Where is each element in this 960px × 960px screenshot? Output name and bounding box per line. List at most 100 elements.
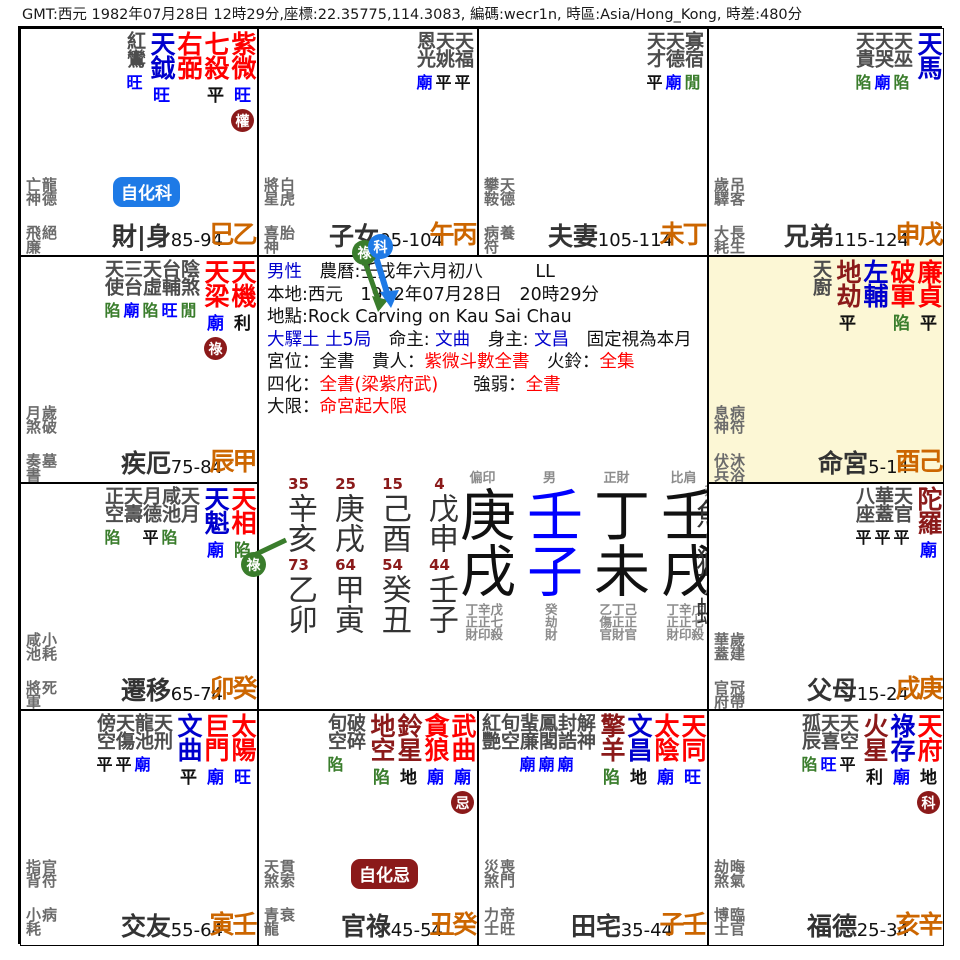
- minor-star-group: 天使陷三台廟天虛陷台輔旺陰煞閒: [102, 259, 200, 321]
- minor-star: 紅鸞旺: [124, 31, 146, 93]
- major-star-name: 天鉞: [147, 31, 176, 79]
- sha-group-bottom-text: 喜神: [262, 225, 280, 253]
- luck-start-age-top: 15: [382, 475, 403, 493]
- luck-stem-branch-bottom: 癸丑: [375, 574, 411, 634]
- sha-group-top-text: 喪門: [498, 859, 516, 887]
- sha-label: 歲建: [728, 632, 746, 660]
- minor-star: 天官平: [891, 486, 913, 548]
- luck-stem-branch-top: 己酉: [375, 493, 411, 553]
- minor-star-group: 旬空陷破碎: [325, 713, 366, 775]
- major-star: 地空陷: [367, 713, 396, 788]
- sha-group-top-text: 亡神: [24, 177, 42, 205]
- zodiac-moon-sign: 蠍: [691, 597, 707, 631]
- sha-group-bottom: 奏書墓: [24, 453, 58, 481]
- sha-group-bottom: 小耗病: [24, 907, 58, 935]
- major-star-brightness: 廟: [454, 768, 471, 788]
- major-star-brightness: 平: [180, 768, 197, 788]
- minor-star-name: 天傷: [113, 713, 135, 749]
- minor-star: 解神: [574, 713, 596, 770]
- minor-star-brightness: 平: [454, 73, 471, 92]
- minor-star-name: 孤辰: [799, 713, 821, 749]
- minor-star-brightness: [818, 297, 824, 316]
- major-star-brightness: 旺: [684, 768, 701, 788]
- info-segment: 火鈴：: [529, 352, 600, 372]
- minor-star-brightness: 廟: [519, 755, 536, 774]
- palace-stem-branch: 壬寅: [206, 911, 258, 936]
- palace-star-area: 孤辰陷天喜旺天空平火星利祿存廟天府地科: [799, 713, 943, 814]
- zodiac-rise-sign: 魚: [691, 499, 707, 533]
- major-star-name: 七殺: [201, 31, 230, 79]
- sha-label: 冠帶: [728, 680, 746, 708]
- pillar-ten-god: 正財: [603, 471, 630, 486]
- minor-star-name: 天姚: [433, 31, 455, 67]
- minor-star-group: 紅艷 旬空 蜚廉廟鳳閣廟封誥廟解神: [479, 713, 596, 775]
- pillar-ten-god: 偏印: [469, 471, 496, 486]
- major-star: 火星利: [860, 713, 889, 788]
- minor-star-brightness: 平: [646, 73, 663, 92]
- minor-star-brightness: [186, 524, 192, 543]
- palace-age-range: 75-84: [170, 457, 223, 478]
- minor-star-brightness: 平: [855, 528, 872, 547]
- sihua-badge: 忌: [451, 791, 474, 814]
- sha-group-top: 歲驛吊客: [712, 177, 746, 205]
- sha-group-bottom: 飛廉絕: [24, 225, 58, 253]
- info-segment: 農曆:: [302, 262, 361, 282]
- palace-name: 福德: [806, 912, 857, 941]
- major-star: 巨門廟: [201, 713, 230, 788]
- minor-star-brightness: 平: [96, 755, 113, 774]
- sha-label: 沐浴: [728, 453, 746, 481]
- minor-star-brightness: 平: [142, 528, 159, 547]
- sha-group-top: 月煞歲破: [24, 405, 58, 433]
- major-star-brightness: 廟: [207, 541, 224, 561]
- minor-star-name: 天才: [644, 31, 666, 67]
- minor-star-name: 天月: [178, 486, 200, 522]
- major-star: 太陽旺: [228, 713, 257, 788]
- hidden-stem: 戊七殺: [488, 603, 504, 641]
- luck-stem-branch-top: 庚戌: [328, 493, 364, 553]
- major-star-name: 貪狼: [421, 713, 450, 761]
- minor-star-brightness: 廟: [665, 73, 682, 92]
- minor-star-name: 解神: [574, 713, 596, 749]
- minor-star-brightness: 廟: [874, 73, 891, 92]
- sha-label: 長生: [728, 225, 746, 253]
- info-line: 男性 農曆:壬戌年六月初八 LL: [267, 261, 692, 284]
- info-segment: 文昌: [534, 329, 570, 350]
- info-line: 大驛土 土5局 命主: 文曲 身主: 文昌 固定視為本月: [267, 329, 692, 352]
- sha-label: 墓: [40, 453, 58, 481]
- sha-label: 白虎: [278, 177, 296, 205]
- palace-age-range: 55-64: [170, 920, 223, 941]
- hidden-stem: 丁正財: [463, 603, 479, 641]
- major-star: 天相陷: [228, 486, 257, 561]
- sha-label: 亡神: [24, 177, 42, 205]
- hidden-stems: 癸劫財: [516, 603, 583, 641]
- palace-name: 交友: [120, 912, 171, 941]
- palace-stem-branch: 丁未: [656, 221, 708, 246]
- palace-name: 父母: [806, 676, 857, 705]
- sha-group-bottom-text: 病符: [482, 225, 500, 253]
- palace-name: 命宮: [817, 449, 868, 478]
- minor-star-brightness: 廟: [134, 755, 151, 774]
- minor-star: 天福平: [452, 31, 474, 93]
- sha-group-bottom-text: 飛廉: [24, 225, 42, 253]
- sha-group-top-text: 攀鞍: [482, 177, 500, 205]
- sha-group-bottom-text: 養: [498, 225, 516, 239]
- sha-label: 奏書: [24, 453, 42, 481]
